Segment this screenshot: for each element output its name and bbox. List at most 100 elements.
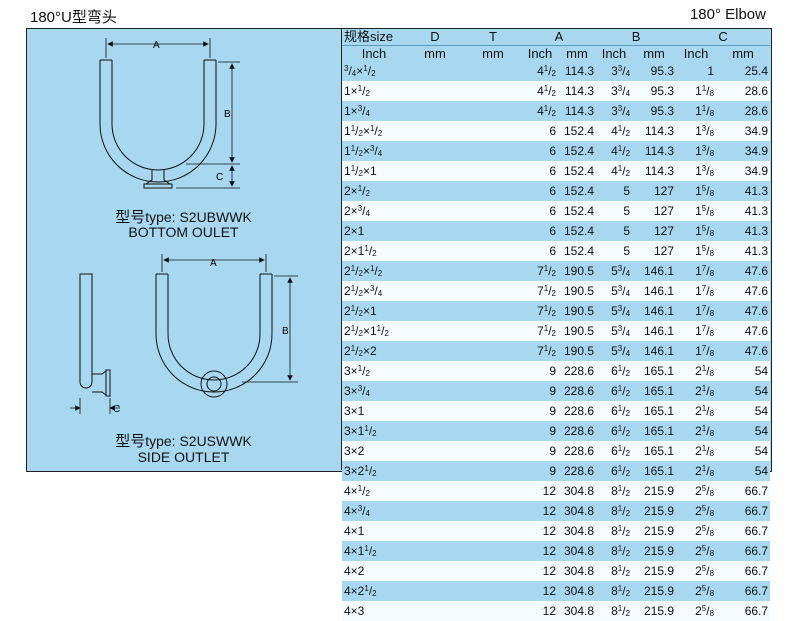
cell-size: 11/2×1/2 <box>342 121 406 142</box>
cell-empty <box>406 321 464 342</box>
cell-a-in: 9 <box>522 401 558 422</box>
cell-b-mm: 95.3 <box>632 81 677 102</box>
cell-size: 21/2×11/2 <box>342 321 406 342</box>
cell-a-mm: 152.4 <box>558 141 597 162</box>
type-code: type: S2UBWWK <box>145 209 252 225</box>
cell-c-mm: 66.7 <box>716 581 771 602</box>
cell-empty <box>406 481 464 502</box>
cell-b-mm: 127 <box>632 241 677 262</box>
cell-c-in: 17/8 <box>676 281 717 302</box>
cell-b-in: 5 <box>596 241 633 262</box>
cell-empty <box>406 101 464 122</box>
cell-b-mm: 165.1 <box>632 381 677 402</box>
cell-b-in: 41/2 <box>596 121 633 142</box>
cell-a-mm: 228.6 <box>558 441 597 462</box>
cell-b-mm: 215.9 <box>632 601 677 621</box>
cell-empty <box>406 441 464 462</box>
cell-b-in: 61/2 <box>596 461 633 482</box>
unit: mm <box>632 45 677 62</box>
cell-b-mm: 215.9 <box>632 541 677 562</box>
cell-c-in: 21/8 <box>676 381 717 402</box>
cell-size: 21/2×1/2 <box>342 261 406 282</box>
cell-b-in: 5 <box>596 201 633 222</box>
cell-b-mm: 95.3 <box>632 101 677 122</box>
cell-empty <box>464 281 522 302</box>
cell-b-in: 33/4 <box>596 81 633 102</box>
cell-c-mm: 41.3 <box>716 181 771 202</box>
cell-a-in: 41/2 <box>522 81 558 102</box>
cell-a-mm: 190.5 <box>558 301 597 322</box>
cell-a-in: 12 <box>522 501 558 522</box>
cell-empty <box>406 361 464 382</box>
dim-a-label: A <box>153 40 160 51</box>
cell-empty <box>406 221 464 242</box>
cell-c-in: 17/8 <box>676 261 717 282</box>
side-outlet-u-tube-drawing <box>155 273 273 398</box>
cell-size: 21/2×2 <box>342 341 406 362</box>
cell-a-in: 41/2 <box>522 101 558 122</box>
cell-b-mm: 165.1 <box>632 401 677 422</box>
cell-empty <box>406 61 464 82</box>
cell-b-mm: 146.1 <box>632 261 677 282</box>
dim-b-label-side: B <box>282 326 289 337</box>
cell-c-in: 21/8 <box>676 421 717 442</box>
cell-empty <box>464 581 522 602</box>
dim-b-label: B <box>224 109 231 120</box>
cell-b-in: 53/4 <box>596 281 633 302</box>
cell-c-mm: 54 <box>716 421 771 442</box>
cell-empty <box>406 541 464 562</box>
cell-size: 4×3 <box>342 601 406 621</box>
cell-empty <box>464 181 522 202</box>
cell-c-mm: 41.3 <box>716 221 771 242</box>
cell-b-mm: 146.1 <box>632 301 677 322</box>
cell-c-in: 25/8 <box>676 601 717 621</box>
cell-b-mm: 215.9 <box>632 521 677 542</box>
cell-b-in: 53/4 <box>596 341 633 362</box>
cell-b-in: 53/4 <box>596 321 633 342</box>
cell-empty <box>406 161 464 182</box>
cell-empty <box>464 481 522 502</box>
cell-c-in: 15/8 <box>676 181 717 202</box>
cell-a-in: 71/2 <box>522 281 558 302</box>
bottom-outlet-caption: BOTTOM OULET <box>128 224 239 240</box>
table-unit-row: Inch mm mm Inch mm Inch mm Inch mm <box>342 45 771 62</box>
cell-a-mm: 228.6 <box>558 421 597 442</box>
cell-c-in: 25/8 <box>676 541 717 562</box>
cell-empty <box>464 161 522 182</box>
cell-empty <box>406 281 464 302</box>
cell-b-mm: 114.3 <box>632 141 677 162</box>
cell-a-in: 71/2 <box>522 301 558 322</box>
cell-empty <box>406 261 464 282</box>
cell-c-mm: 66.7 <box>716 501 771 522</box>
unit: mm <box>716 45 771 62</box>
cell-b-mm: 165.1 <box>632 421 677 442</box>
cell-b-mm: 146.1 <box>632 341 677 362</box>
unit: Inch <box>596 45 633 62</box>
cell-empty <box>406 521 464 542</box>
cell-c-mm: 34.9 <box>716 141 771 162</box>
cell-c-mm: 28.6 <box>716 101 771 122</box>
cell-c-in: 17/8 <box>676 341 717 362</box>
cell-a-in: 6 <box>522 181 558 202</box>
cell-size: 2×11/2 <box>342 241 406 262</box>
cell-a-in: 71/2 <box>522 321 558 342</box>
cell-empty <box>406 181 464 202</box>
cell-a-in: 9 <box>522 361 558 382</box>
cell-c-mm: 54 <box>716 401 771 422</box>
cell-empty <box>464 341 522 362</box>
cell-size: 2×1 <box>342 221 406 242</box>
cell-c-in: 13/8 <box>676 121 717 142</box>
cell-size: 4×3/4 <box>342 501 406 522</box>
side-outlet-caption: SIDE OUTLET <box>137 449 230 465</box>
cell-b-in: 5 <box>596 181 633 202</box>
col-size: 规格size <box>342 29 406 46</box>
